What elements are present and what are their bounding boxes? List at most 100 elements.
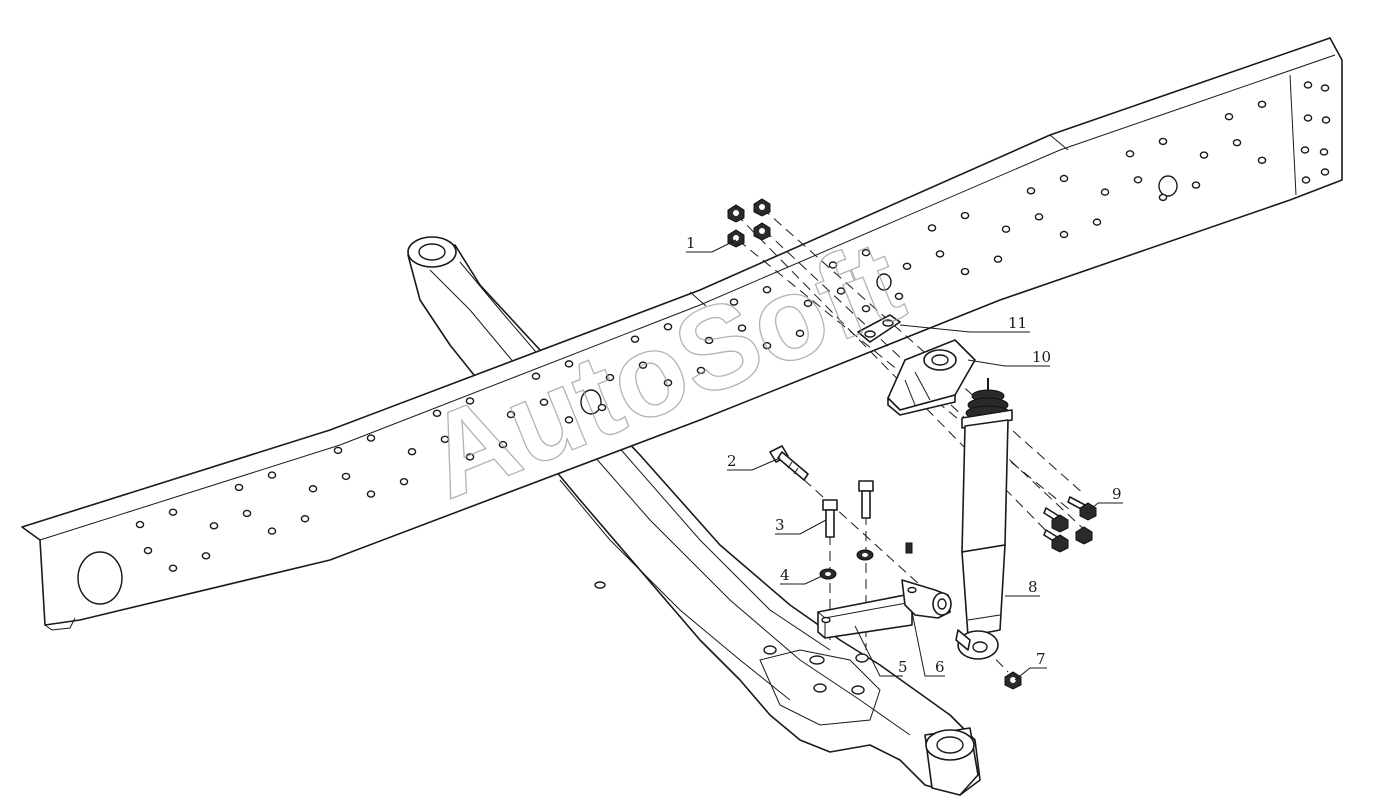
rail-hole [201, 552, 211, 560]
rail-hole [993, 255, 1003, 263]
washer-4 [819, 549, 874, 580]
callout-4: 4 [780, 566, 790, 584]
rail-hole [803, 299, 813, 308]
rail-hole [663, 379, 673, 387]
rail-hole [234, 483, 244, 492]
rail-hole [143, 546, 153, 555]
bracket-arm-5 [817, 579, 952, 639]
rail-hole [1321, 116, 1331, 124]
rail-hole [836, 287, 846, 295]
callout-leaders [686, 239, 1123, 681]
rail-hole [1158, 137, 1168, 146]
rail-hole [242, 509, 252, 518]
rail-hole [960, 211, 970, 220]
rail-hole [638, 361, 648, 369]
rail-hole [861, 248, 871, 257]
rail-hole [440, 435, 450, 444]
rail-hole [209, 522, 219, 530]
rail-hole [564, 416, 574, 424]
rail-hole [762, 286, 772, 294]
rail-hole [1125, 150, 1135, 158]
rail-hole [1191, 181, 1201, 189]
rail-hole [399, 477, 409, 486]
rail-hole [407, 447, 417, 456]
rail-hole [605, 373, 615, 382]
rail-hole [333, 446, 343, 455]
rail-hole [300, 515, 310, 523]
rail-hole [1257, 100, 1267, 109]
shock-absorber-8 [955, 378, 1013, 660]
rail-hole [168, 508, 178, 516]
callout-11: 11 [1008, 314, 1027, 332]
rail-hole [341, 472, 351, 481]
rail-hole [564, 360, 574, 368]
callout-6: 6 [935, 658, 945, 676]
rail-hole [1133, 176, 1143, 184]
rail-hole [1257, 156, 1267, 165]
rail-hole [737, 324, 747, 332]
rail-hole [960, 267, 970, 276]
rail-hole [498, 440, 508, 449]
rail-hole [935, 250, 945, 258]
rail-hole [1034, 213, 1044, 221]
rail-hole [762, 342, 772, 350]
rail-hole [1092, 218, 1102, 226]
callout-2: 2 [727, 452, 737, 470]
rail-hole [1059, 174, 1069, 183]
rail-hole [861, 304, 871, 313]
rail-hole [1319, 148, 1329, 156]
rail-hole [729, 298, 739, 306]
callout-3: 3 [775, 516, 785, 534]
rail-hole [902, 262, 912, 270]
rail-hole [704, 336, 714, 345]
pin-6 [905, 542, 913, 554]
frame-rail [21, 37, 1343, 631]
rail-hole [894, 292, 904, 300]
nut-set-1 [727, 198, 771, 248]
callout-5: 5 [898, 658, 908, 676]
rail-hole [927, 224, 937, 232]
plate-11 [857, 314, 901, 343]
callout-1: 1 [686, 234, 696, 252]
bolt-set-9 [1043, 496, 1097, 553]
rail-hole [366, 434, 376, 442]
bolt-3 [822, 480, 874, 538]
rail-hole [828, 261, 838, 269]
rail-hole [465, 453, 475, 461]
rail-hole [1301, 176, 1311, 184]
rail-hole [795, 329, 805, 338]
rail-hole [135, 520, 145, 529]
rail-hole [539, 398, 549, 406]
callout-8: 8 [1028, 578, 1038, 596]
rail-hole [1320, 84, 1330, 92]
rail-hole [366, 490, 376, 498]
rail-hole [663, 323, 673, 331]
rail-hole [168, 564, 178, 572]
rail-hole [1199, 151, 1209, 159]
rail-hole [1224, 112, 1234, 121]
frame-rail-holes [135, 81, 1331, 572]
callout-labels: 1 2 3 4 5 6 7 8 9 10 11 [686, 234, 1122, 676]
callout-10: 10 [1032, 348, 1051, 366]
rail-hole [267, 471, 277, 479]
rail-hole [308, 485, 318, 493]
rail-hole [1100, 188, 1110, 196]
callout-9: 9 [1112, 485, 1122, 503]
rail-hole [531, 372, 541, 380]
rail-hole [696, 366, 706, 375]
rail-hole [1001, 225, 1011, 233]
rail-hole [1059, 230, 1069, 239]
rail-hole [597, 403, 607, 412]
bolt-2 [769, 445, 809, 481]
rail-hole [1303, 81, 1313, 89]
rail-hole [1232, 138, 1242, 147]
shock-bracket-10 [887, 339, 976, 416]
rail-hole [465, 397, 475, 405]
rail-hole [506, 410, 516, 419]
nut-7 [1004, 671, 1022, 690]
callout-7: 7 [1036, 650, 1046, 668]
rail-hole [267, 527, 277, 535]
rail-hole [1158, 193, 1168, 202]
rail-hole [1026, 187, 1036, 195]
